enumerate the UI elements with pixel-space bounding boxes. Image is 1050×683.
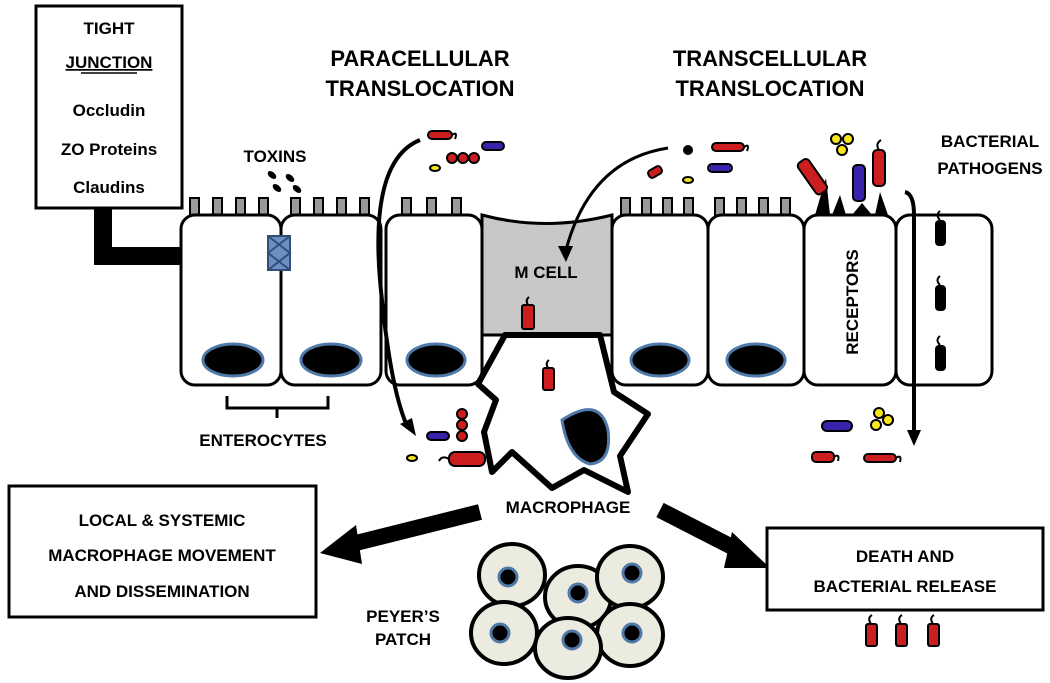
enterocytes-label: ENTEROCYTES	[199, 431, 327, 450]
lymphocyte	[477, 542, 547, 608]
paracellular-particles-top	[427, 130, 505, 172]
macrophage-bacterium	[542, 359, 555, 391]
m-cell-bacterium	[521, 296, 535, 330]
outcome-left-line3: AND DISSEMINATION	[74, 582, 249, 601]
macrophage-cell	[475, 332, 651, 495]
nucleus	[405, 342, 467, 378]
right-outcome-arrow	[656, 502, 770, 568]
macrophage-label: MACROPHAGE	[506, 498, 631, 517]
paracellular-path-arrow	[376, 138, 421, 436]
occludin-label: Occludin	[73, 101, 146, 120]
released-particles	[811, 407, 902, 463]
microvilli	[189, 197, 791, 217]
transcytosing-bacteria	[935, 210, 946, 371]
lymphocyte	[595, 602, 665, 668]
peyers-patch-label-line1: PEYER’S	[366, 607, 440, 626]
local-systemic-outcome-box: LOCAL & SYSTEMIC MACROPHAGE MOVEMENT AND…	[7, 484, 318, 619]
paracellular-heading-line2: TRANSLOCATION	[325, 76, 514, 101]
receptor-cell: RECEPTORS	[802, 213, 898, 387]
nucleus	[725, 342, 787, 378]
toxin-particles	[267, 171, 302, 193]
lymphocyte	[469, 600, 539, 666]
zo-proteins-label: ZO Proteins	[61, 140, 157, 159]
outcome-left-line2: MACROPHAGE MOVEMENT	[48, 546, 276, 565]
peyers-patch-label-line2: PATCH	[375, 630, 431, 649]
released-bacteria	[865, 614, 940, 647]
epithelial-cell-5	[706, 213, 806, 387]
nucleus	[299, 342, 363, 378]
transcellular-path-arrow	[904, 190, 921, 446]
tight-junction-box: TIGHT JUNCTION Occludin ZO Proteins Clau…	[34, 4, 184, 210]
lymphocyte	[595, 544, 665, 610]
lymphocyte	[533, 616, 603, 680]
outcome-right-line2: BACTERIAL RELEASE	[814, 577, 997, 596]
nucleus	[201, 342, 265, 378]
tight-junction-title-line1: TIGHT	[84, 19, 136, 38]
epithelial-cell-3	[384, 213, 484, 387]
toxins-label: TOXINS	[244, 147, 307, 166]
receptors-label: RECEPTORS	[843, 249, 862, 355]
paracellular-particles-bottom	[406, 408, 486, 467]
epithelial-cell-4	[610, 213, 710, 387]
bacterial-pathogens-label-line1: BACTERIAL	[941, 132, 1039, 151]
claudins-label: Claudins	[73, 178, 145, 197]
transcellular-heading-line2: TRANSLOCATION	[675, 76, 864, 101]
enterocyte-cell-1	[179, 213, 283, 387]
paracellular-heading: PARACELLULAR TRANSLOCATION	[325, 46, 514, 101]
left-outcome-arrow	[320, 504, 482, 564]
m-cell: M CELL	[480, 213, 614, 337]
outcome-right-line1: DEATH AND	[856, 547, 954, 566]
death-release-outcome-box: DEATH AND BACTERIAL RELEASE	[765, 526, 1045, 612]
transcellular-heading-line1: TRANSCELLULAR	[673, 46, 867, 71]
m-cell-uptake-particles	[647, 142, 749, 184]
tight-junction-marker	[266, 235, 292, 271]
paracellular-heading-line1: PARACELLULAR	[330, 46, 509, 71]
transcellular-heading: TRANSCELLULAR TRANSLOCATION	[673, 46, 867, 101]
peyers-patch-cells	[469, 542, 665, 680]
bound-bacteria	[796, 133, 886, 202]
lymphocyte	[543, 564, 613, 630]
m-cell-uptake-arrow	[558, 146, 669, 262]
nucleus	[629, 342, 691, 378]
macrophage-nucleus	[560, 408, 611, 466]
peyers-patch-label: PEYER’S PATCH	[366, 607, 440, 649]
outcome-left-line1: LOCAL & SYSTEMIC	[79, 511, 246, 530]
tight-junction-title-line2: JUNCTION	[66, 53, 153, 72]
m-cell-label: M CELL	[514, 263, 577, 282]
bacterial-pathogens-label-line2: PATHOGENS	[937, 159, 1042, 178]
enterocytes-bracket: ENTEROCYTES	[199, 396, 330, 450]
enterocyte-cell-2	[279, 213, 383, 387]
